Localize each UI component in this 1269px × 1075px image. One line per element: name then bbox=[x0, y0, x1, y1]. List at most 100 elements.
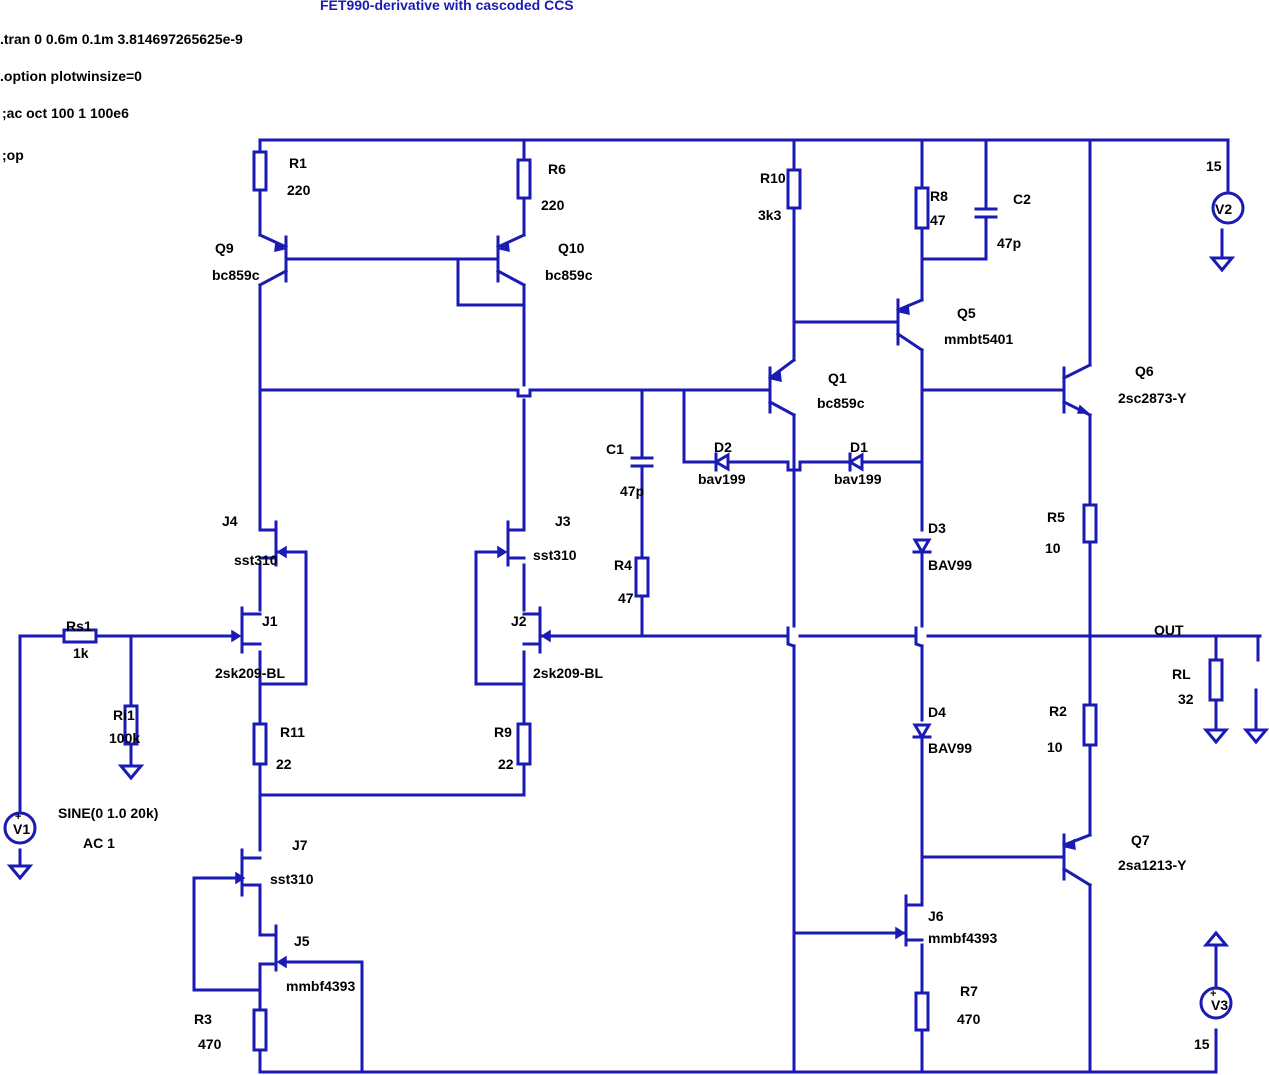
j6-name: J6 bbox=[928, 908, 944, 924]
r6-value: 220 bbox=[541, 197, 565, 213]
directive-ac[interactable]: ;ac oct 100 1 100e6 bbox=[2, 105, 129, 121]
directive-tran[interactable]: .tran 0 0.6m 0.1m 3.814697265625e-9 bbox=[0, 31, 243, 47]
diode-d2[interactable] bbox=[713, 452, 730, 472]
q1-model: bc859c bbox=[817, 395, 865, 411]
wire bbox=[682, 388, 718, 464]
j5-model: mmbf4393 bbox=[286, 978, 355, 994]
j7-model: sst310 bbox=[270, 871, 314, 887]
jfets bbox=[231, 520, 924, 987]
resistor-r5[interactable] bbox=[1082, 503, 1098, 544]
d2-model: bav199 bbox=[698, 471, 746, 487]
wire-hop bbox=[786, 626, 796, 648]
voltage-source-v1[interactable]: + V1 bbox=[3, 811, 37, 845]
wire bbox=[474, 550, 526, 686]
wire bbox=[920, 216, 988, 261]
v1-spec: SINE(0 1.0 20k) bbox=[58, 805, 158, 821]
v3-value: 15 bbox=[1194, 1036, 1210, 1052]
capacitor-c2[interactable] bbox=[974, 207, 998, 219]
resistor-r1[interactable] bbox=[252, 150, 268, 192]
voltage-source-v2[interactable]: V2 bbox=[1211, 191, 1245, 225]
q5-name: Q5 bbox=[957, 305, 976, 321]
r7-name: R7 bbox=[960, 983, 978, 999]
resistor-r6[interactable] bbox=[516, 158, 532, 200]
ground-icon bbox=[1208, 256, 1236, 273]
c1-name: C1 bbox=[606, 441, 624, 457]
jfet-j3[interactable] bbox=[497, 520, 526, 567]
transistor-q5[interactable] bbox=[895, 298, 925, 353]
resistor-ri1[interactable] bbox=[123, 704, 139, 746]
r5-name: R5 bbox=[1047, 509, 1065, 525]
j7-name: J7 bbox=[292, 837, 308, 853]
r3-value: 470 bbox=[198, 1036, 222, 1052]
transistor-q1[interactable] bbox=[767, 357, 797, 418]
resistor-r10[interactable] bbox=[786, 168, 802, 210]
r8-name: R8 bbox=[930, 188, 948, 204]
c1-value: 47p bbox=[620, 483, 644, 499]
q6-name: Q6 bbox=[1135, 363, 1154, 379]
jfet-j4[interactable] bbox=[258, 520, 308, 567]
jfet-j5[interactable] bbox=[258, 924, 287, 987]
j5-name: J5 bbox=[294, 933, 310, 949]
resistor-rl[interactable] bbox=[1208, 658, 1224, 702]
transistor-q6[interactable] bbox=[1061, 362, 1093, 418]
d4-model: BAV99 bbox=[928, 740, 972, 756]
jfet-j1[interactable] bbox=[231, 606, 262, 654]
q6-model: 2sc2873-Y bbox=[1118, 390, 1187, 406]
r9-value: 22 bbox=[498, 756, 514, 772]
j3-model: sst310 bbox=[533, 547, 577, 563]
j4-name: J4 bbox=[222, 513, 238, 529]
resistor-r2[interactable] bbox=[1082, 703, 1098, 747]
d2-name: D2 bbox=[714, 439, 732, 455]
voltage-source-v3[interactable]: + V3 bbox=[1199, 986, 1233, 1020]
resistor-r9[interactable] bbox=[516, 722, 532, 766]
plus-icon: + bbox=[15, 811, 21, 823]
r3-name: R3 bbox=[194, 1011, 212, 1027]
resistor-r3[interactable] bbox=[252, 1008, 268, 1052]
j6-model: mmbf4393 bbox=[928, 930, 997, 946]
ground-icon bbox=[1202, 728, 1230, 745]
diode-d4[interactable] bbox=[912, 723, 932, 740]
r11-name: R11 bbox=[280, 724, 305, 740]
rs1-value: 1k bbox=[73, 645, 89, 661]
resistor-r4[interactable] bbox=[634, 556, 650, 598]
r2-value: 10 bbox=[1047, 739, 1063, 755]
jfet-j7[interactable] bbox=[235, 848, 262, 897]
resistor-rs1[interactable] bbox=[62, 628, 98, 644]
grounds bbox=[6, 256, 1269, 947]
r1-value: 220 bbox=[287, 182, 311, 198]
d3-name: D3 bbox=[928, 520, 946, 536]
ri1-name: Ri1 bbox=[113, 707, 135, 723]
resistor-r8[interactable] bbox=[914, 186, 930, 230]
diode-d3[interactable] bbox=[912, 538, 932, 555]
jfet-j2[interactable] bbox=[522, 606, 551, 654]
wire-hop bbox=[914, 626, 924, 648]
resistor-r11[interactable] bbox=[252, 722, 268, 766]
r9-name: R9 bbox=[494, 724, 512, 740]
j2-name: J2 bbox=[511, 613, 527, 629]
resistors bbox=[62, 150, 1224, 1052]
j1-model: 2sk209-BL bbox=[215, 665, 285, 681]
j2-model: 2sk209-BL bbox=[533, 665, 603, 681]
capacitor-c1[interactable] bbox=[630, 456, 654, 468]
wire bbox=[456, 257, 526, 307]
directive-op[interactable]: ;op bbox=[2, 147, 24, 163]
supply-arrow-icon bbox=[1202, 930, 1230, 947]
q1-name: Q1 bbox=[828, 370, 847, 386]
transistor-q10[interactable] bbox=[495, 233, 527, 288]
transistor-q9[interactable] bbox=[257, 233, 289, 288]
diode-d1[interactable] bbox=[847, 452, 864, 472]
v1-ac: AC 1 bbox=[83, 835, 115, 851]
directive-option[interactable]: .option plotwinsize=0 bbox=[0, 68, 142, 84]
rs1-name: Rs1 bbox=[66, 618, 92, 634]
q10-model: bc859c bbox=[545, 267, 593, 283]
c2-value: 47p bbox=[997, 235, 1021, 251]
jfet-j6[interactable] bbox=[895, 894, 924, 947]
resistor-r7[interactable] bbox=[914, 991, 930, 1032]
r11-value: 22 bbox=[276, 756, 292, 772]
v2-value: 15 bbox=[1206, 158, 1222, 174]
q9-name: Q9 bbox=[215, 240, 234, 256]
transistor-q7[interactable] bbox=[1061, 833, 1093, 888]
labels: R1 220 R6 220 R10 3k3 R8 47 R4 47 R5 10 … bbox=[58, 155, 1222, 1052]
v1-label: V1 bbox=[13, 821, 30, 837]
